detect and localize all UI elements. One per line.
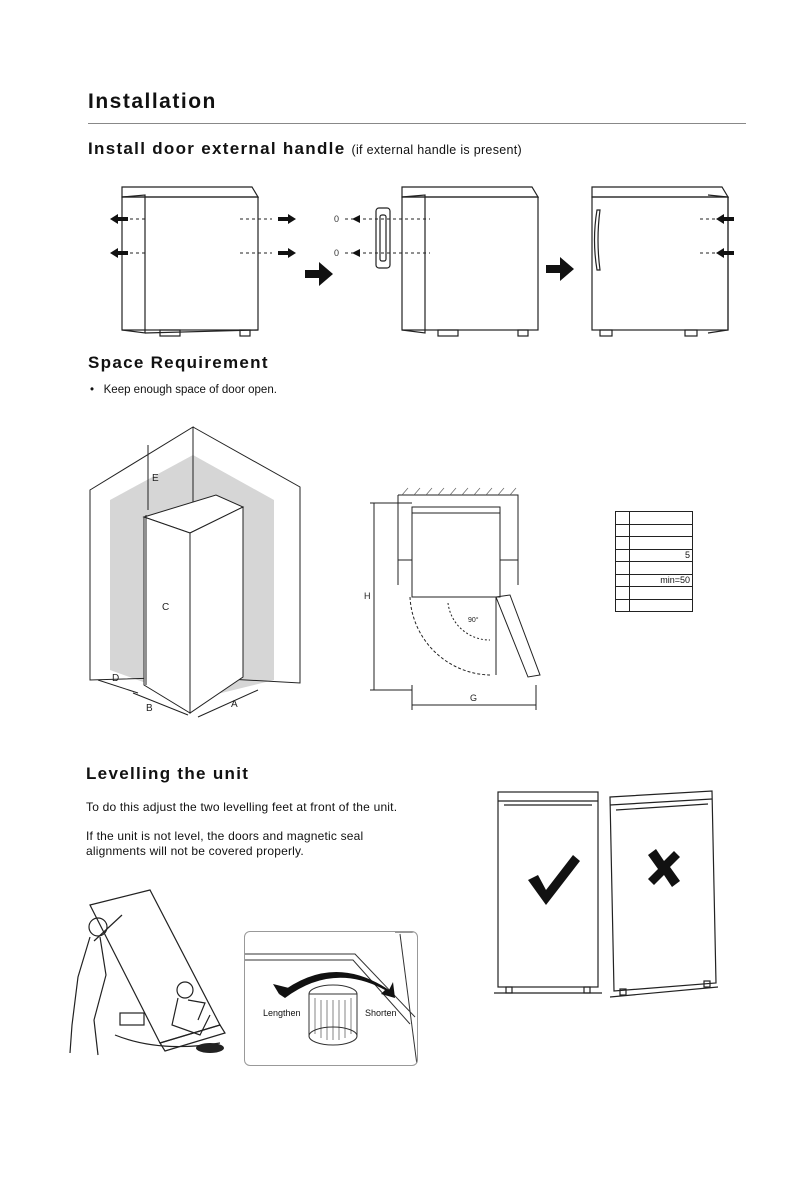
iso-label-c: C bbox=[162, 602, 169, 613]
checkmark-icon bbox=[528, 855, 580, 905]
page-title: Installation bbox=[88, 90, 217, 113]
levelling-paragraph-2: If the unit is not level, the doors and … bbox=[86, 829, 364, 858]
table-row: min=50 bbox=[615, 573, 693, 587]
iso-label-b: B bbox=[146, 703, 153, 714]
table-row bbox=[615, 523, 693, 537]
tilted-fridge bbox=[609, 790, 717, 992]
dimension-table: 5 min=50 bbox=[615, 511, 693, 612]
handle-heading-note: (if external handle is present) bbox=[351, 143, 522, 157]
space-plan-diagram: H G 90° bbox=[364, 487, 541, 710]
fridge-step-1 bbox=[121, 186, 260, 337]
rotation-arrow-icon bbox=[279, 971, 395, 998]
plan-label-angle: 90° bbox=[468, 616, 479, 624]
lengthen-label: Lengthen bbox=[263, 1008, 301, 1018]
step-arrow-icon bbox=[546, 257, 574, 281]
handle-install-diagrams: 0 0 bbox=[110, 186, 734, 337]
svg-text:0: 0 bbox=[334, 248, 339, 258]
levelling-foot-diagram bbox=[245, 932, 417, 1065]
fridge-step-2 bbox=[401, 186, 540, 337]
table-row bbox=[615, 536, 693, 550]
plan-label-g: G bbox=[470, 693, 477, 703]
level-comparison-diagram bbox=[494, 790, 718, 998]
tilting-fridge-illustration bbox=[69, 889, 226, 1056]
table-row: 5 bbox=[615, 548, 693, 562]
step-arrow-icon bbox=[305, 262, 333, 286]
space-isometric-diagram: E C D B A bbox=[89, 426, 301, 718]
handle-section-heading: Install door external handle (if externa… bbox=[88, 139, 522, 159]
table-row bbox=[615, 511, 693, 525]
svg-text:0: 0 bbox=[334, 214, 339, 224]
iso-label-e: E bbox=[152, 473, 159, 484]
iso-label-d: D bbox=[112, 673, 119, 684]
levelling-paragraph-1: To do this adjust the two levelling feet… bbox=[86, 800, 398, 814]
bullet-icon: • bbox=[90, 384, 104, 396]
table-row bbox=[615, 586, 693, 600]
iso-label-a: A bbox=[231, 699, 238, 710]
levelling-foot-inset: Lengthen Shorten bbox=[244, 931, 418, 1066]
cross-icon bbox=[648, 849, 680, 887]
space-bullet-text: Keep enough space of door open. bbox=[103, 384, 277, 396]
shorten-label: Shorten bbox=[365, 1008, 397, 1018]
levelling-section-heading: Levelling the unit bbox=[86, 764, 250, 783]
level-fridge bbox=[497, 791, 599, 988]
table-row bbox=[615, 561, 693, 575]
table-row bbox=[615, 598, 693, 612]
space-bullet: • Keep enough space of door open. bbox=[90, 384, 277, 396]
title-divider bbox=[88, 123, 746, 124]
plan-label-h: H bbox=[364, 591, 371, 601]
fridge-step-3 bbox=[591, 186, 730, 337]
handle-heading-text: Install door external handle bbox=[88, 139, 346, 158]
space-section-heading: Space Requirement bbox=[88, 353, 269, 372]
